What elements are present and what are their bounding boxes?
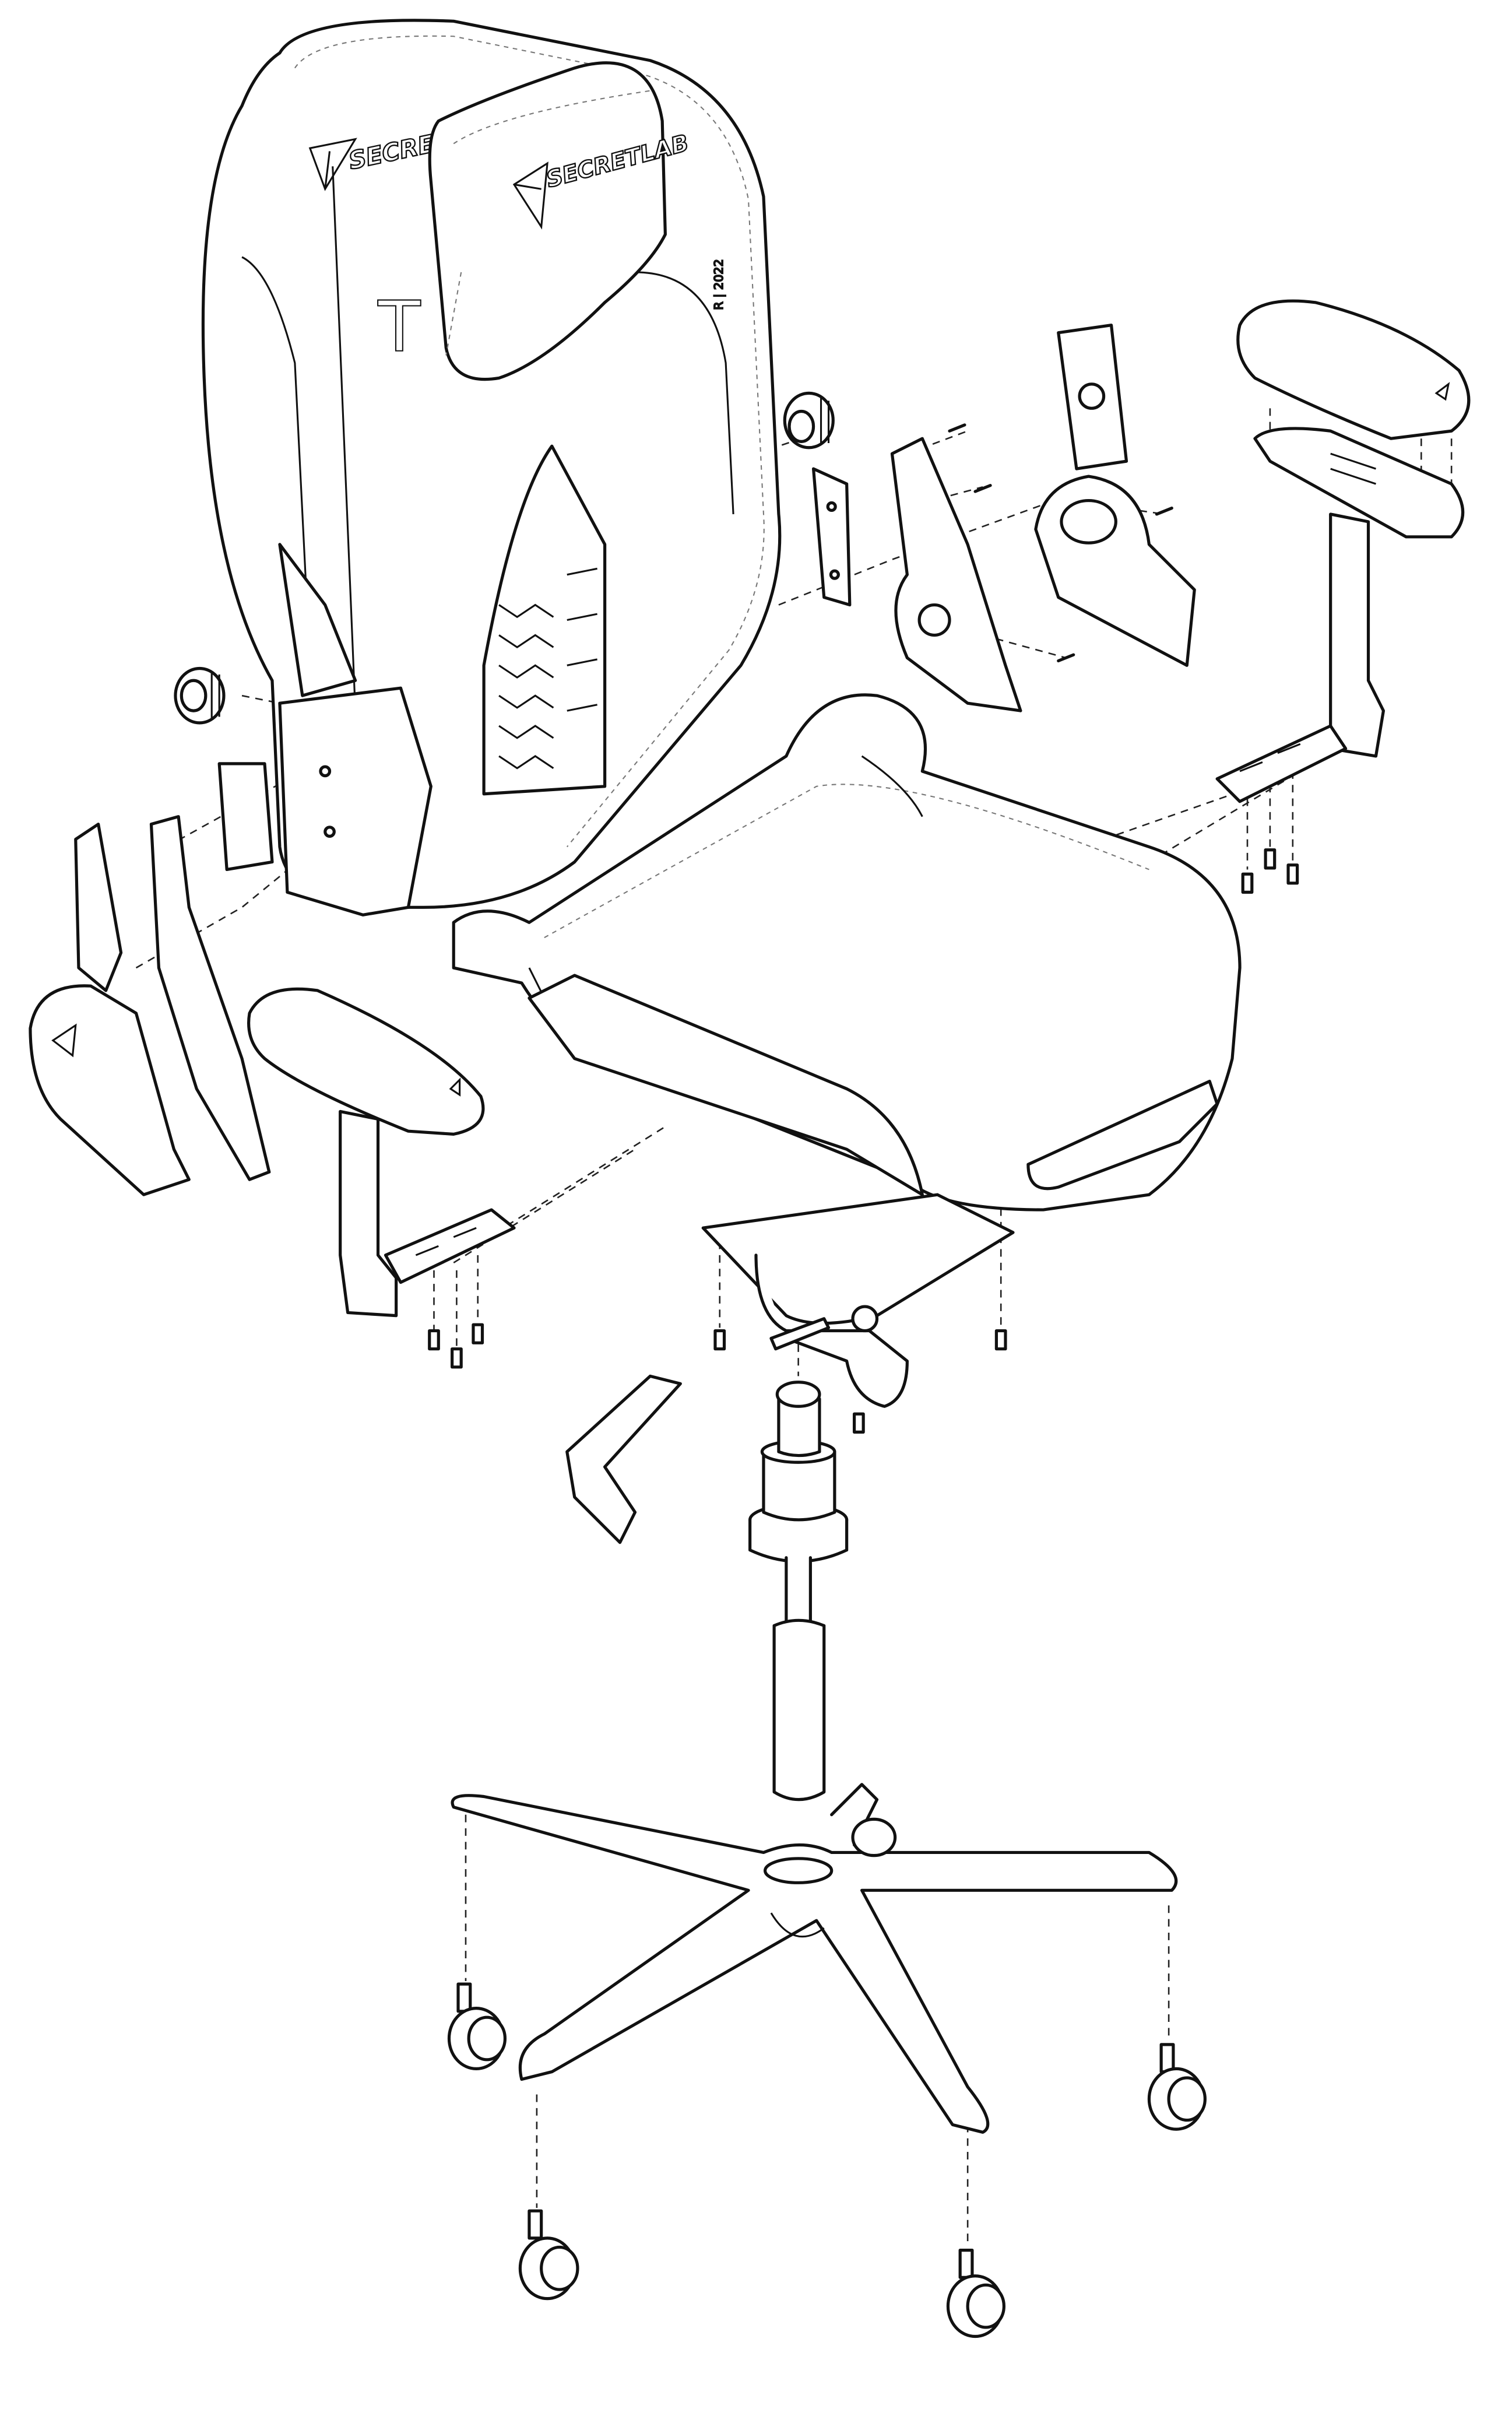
gas-lift: [748, 1381, 849, 1802]
caster-4: [946, 2249, 1005, 2338]
edition-label: R | 2022: [712, 259, 726, 310]
right-brackets: [811, 324, 1196, 712]
caster-1: [447, 1982, 507, 2070]
backrest-monogram: T: [378, 287, 421, 368]
caster-2: [1147, 2043, 1207, 2131]
screws: [428, 848, 1299, 1434]
seat-cushion: [452, 693, 1242, 1211]
mesh-pattern: [498, 603, 554, 770]
left-armrest: [247, 987, 516, 1318]
caster-3: [518, 2209, 579, 2301]
caster-5: [851, 1817, 897, 1857]
right-armrest: [1215, 299, 1471, 803]
adjustment-knob-right: [783, 391, 835, 450]
casters: [447, 1817, 1207, 2338]
left-recline-parts: [29, 762, 274, 1196]
tilt-mechanism: [565, 1080, 1219, 1544]
five-star-base: [451, 1783, 1178, 2134]
adjustment-knob-left: [174, 666, 226, 725]
